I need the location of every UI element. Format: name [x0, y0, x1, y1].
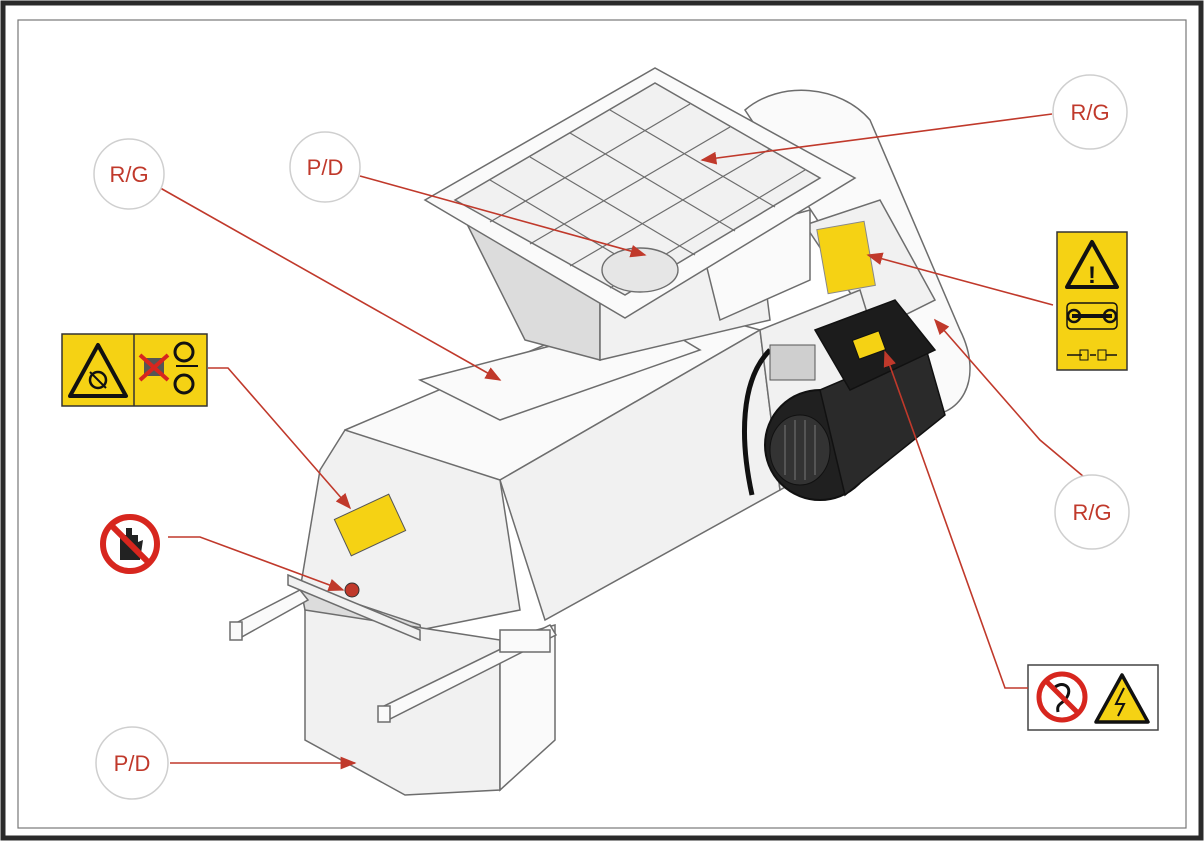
- plug-disconnect-icon: [1067, 349, 1117, 361]
- svg-text:!: !: [1088, 262, 1096, 289]
- maintenance-warning-label: !: [1056, 231, 1128, 371]
- svg-text:R/G: R/G: [1072, 500, 1111, 525]
- moving-parts-warning-label: [61, 333, 208, 407]
- callout-pd-top: P/D: [289, 131, 361, 203]
- callout-rg-top-right: R/G: [1052, 74, 1128, 150]
- warning-triangle-icon: !: [1065, 240, 1119, 289]
- callout-rg-top-left: R/G: [93, 138, 165, 210]
- electrical-warning-label: [1027, 664, 1159, 731]
- svg-text:P/D: P/D: [114, 751, 151, 776]
- svg-text:R/G: R/G: [109, 162, 148, 187]
- no-hand-sign: [100, 514, 160, 574]
- no-water-icon: [1036, 671, 1088, 723]
- callout-rg-right: R/G: [1054, 474, 1130, 550]
- rotating-gears-icon: [173, 341, 198, 395]
- svg-text:R/G: R/G: [1070, 100, 1109, 125]
- no-hand-icon: [138, 353, 170, 382]
- svg-text:P/D: P/D: [307, 155, 344, 180]
- wrench-icon: [1066, 302, 1118, 330]
- machine-illustration: [229, 67, 971, 796]
- callout-pd-bottom: P/D: [95, 726, 169, 800]
- inner-frame: [17, 19, 1187, 829]
- electrical-warning-icon: [1094, 673, 1150, 724]
- motor: [742, 299, 946, 501]
- moving-parts-warning-icon: [68, 343, 128, 398]
